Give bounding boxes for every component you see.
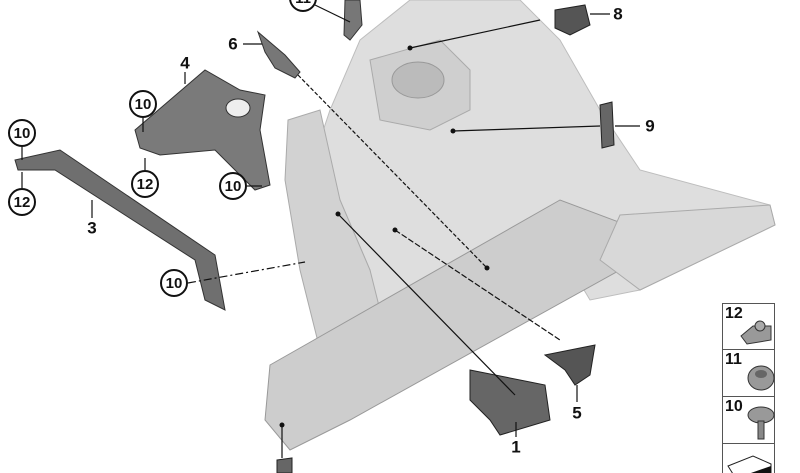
callout-10: 10 bbox=[219, 172, 247, 200]
leader-lines bbox=[21, 4, 640, 458]
callout-8: 8 bbox=[613, 4, 623, 24]
callout-6: 6 bbox=[228, 34, 238, 54]
legend-number: 12 bbox=[725, 305, 743, 322]
callout-12: 12 bbox=[8, 188, 36, 216]
legend-number: 10 bbox=[725, 398, 743, 415]
legend-item-12: 12 bbox=[722, 303, 775, 350]
callout-3: 3 bbox=[87, 218, 97, 238]
callout-4: 4 bbox=[180, 53, 190, 73]
callout-5: 5 bbox=[572, 403, 582, 423]
part-3-bracket bbox=[14, 149, 226, 311]
callout-9: 9 bbox=[645, 116, 655, 136]
part-11-bracket bbox=[343, 0, 363, 41]
part-4-bracket bbox=[134, 69, 271, 191]
hex-bolt-icon bbox=[747, 406, 775, 440]
callout-10: 10 bbox=[8, 119, 36, 147]
speed-nut-icon bbox=[740, 320, 772, 345]
callout-10: 10 bbox=[129, 90, 157, 118]
callout-12: 12 bbox=[131, 170, 159, 198]
side-rail bbox=[264, 199, 641, 451]
part-1-bracket bbox=[469, 369, 551, 436]
legend-item-gasket bbox=[722, 443, 775, 473]
gasket-strip-icon bbox=[727, 455, 772, 473]
legend-item-10: 10 bbox=[722, 396, 775, 444]
callout-10: 10 bbox=[160, 269, 188, 297]
part-8-bracket bbox=[554, 4, 591, 36]
callout-1: 1 bbox=[511, 437, 521, 457]
part-9-bracket bbox=[599, 101, 615, 149]
legend-item-11: 11 bbox=[722, 349, 775, 397]
leader-dots bbox=[279, 45, 490, 428]
hex-nut-icon bbox=[747, 365, 775, 391]
legend-number: 11 bbox=[725, 351, 742, 368]
part-6-bracket bbox=[256, 30, 301, 79]
part-5-bracket bbox=[543, 344, 596, 386]
